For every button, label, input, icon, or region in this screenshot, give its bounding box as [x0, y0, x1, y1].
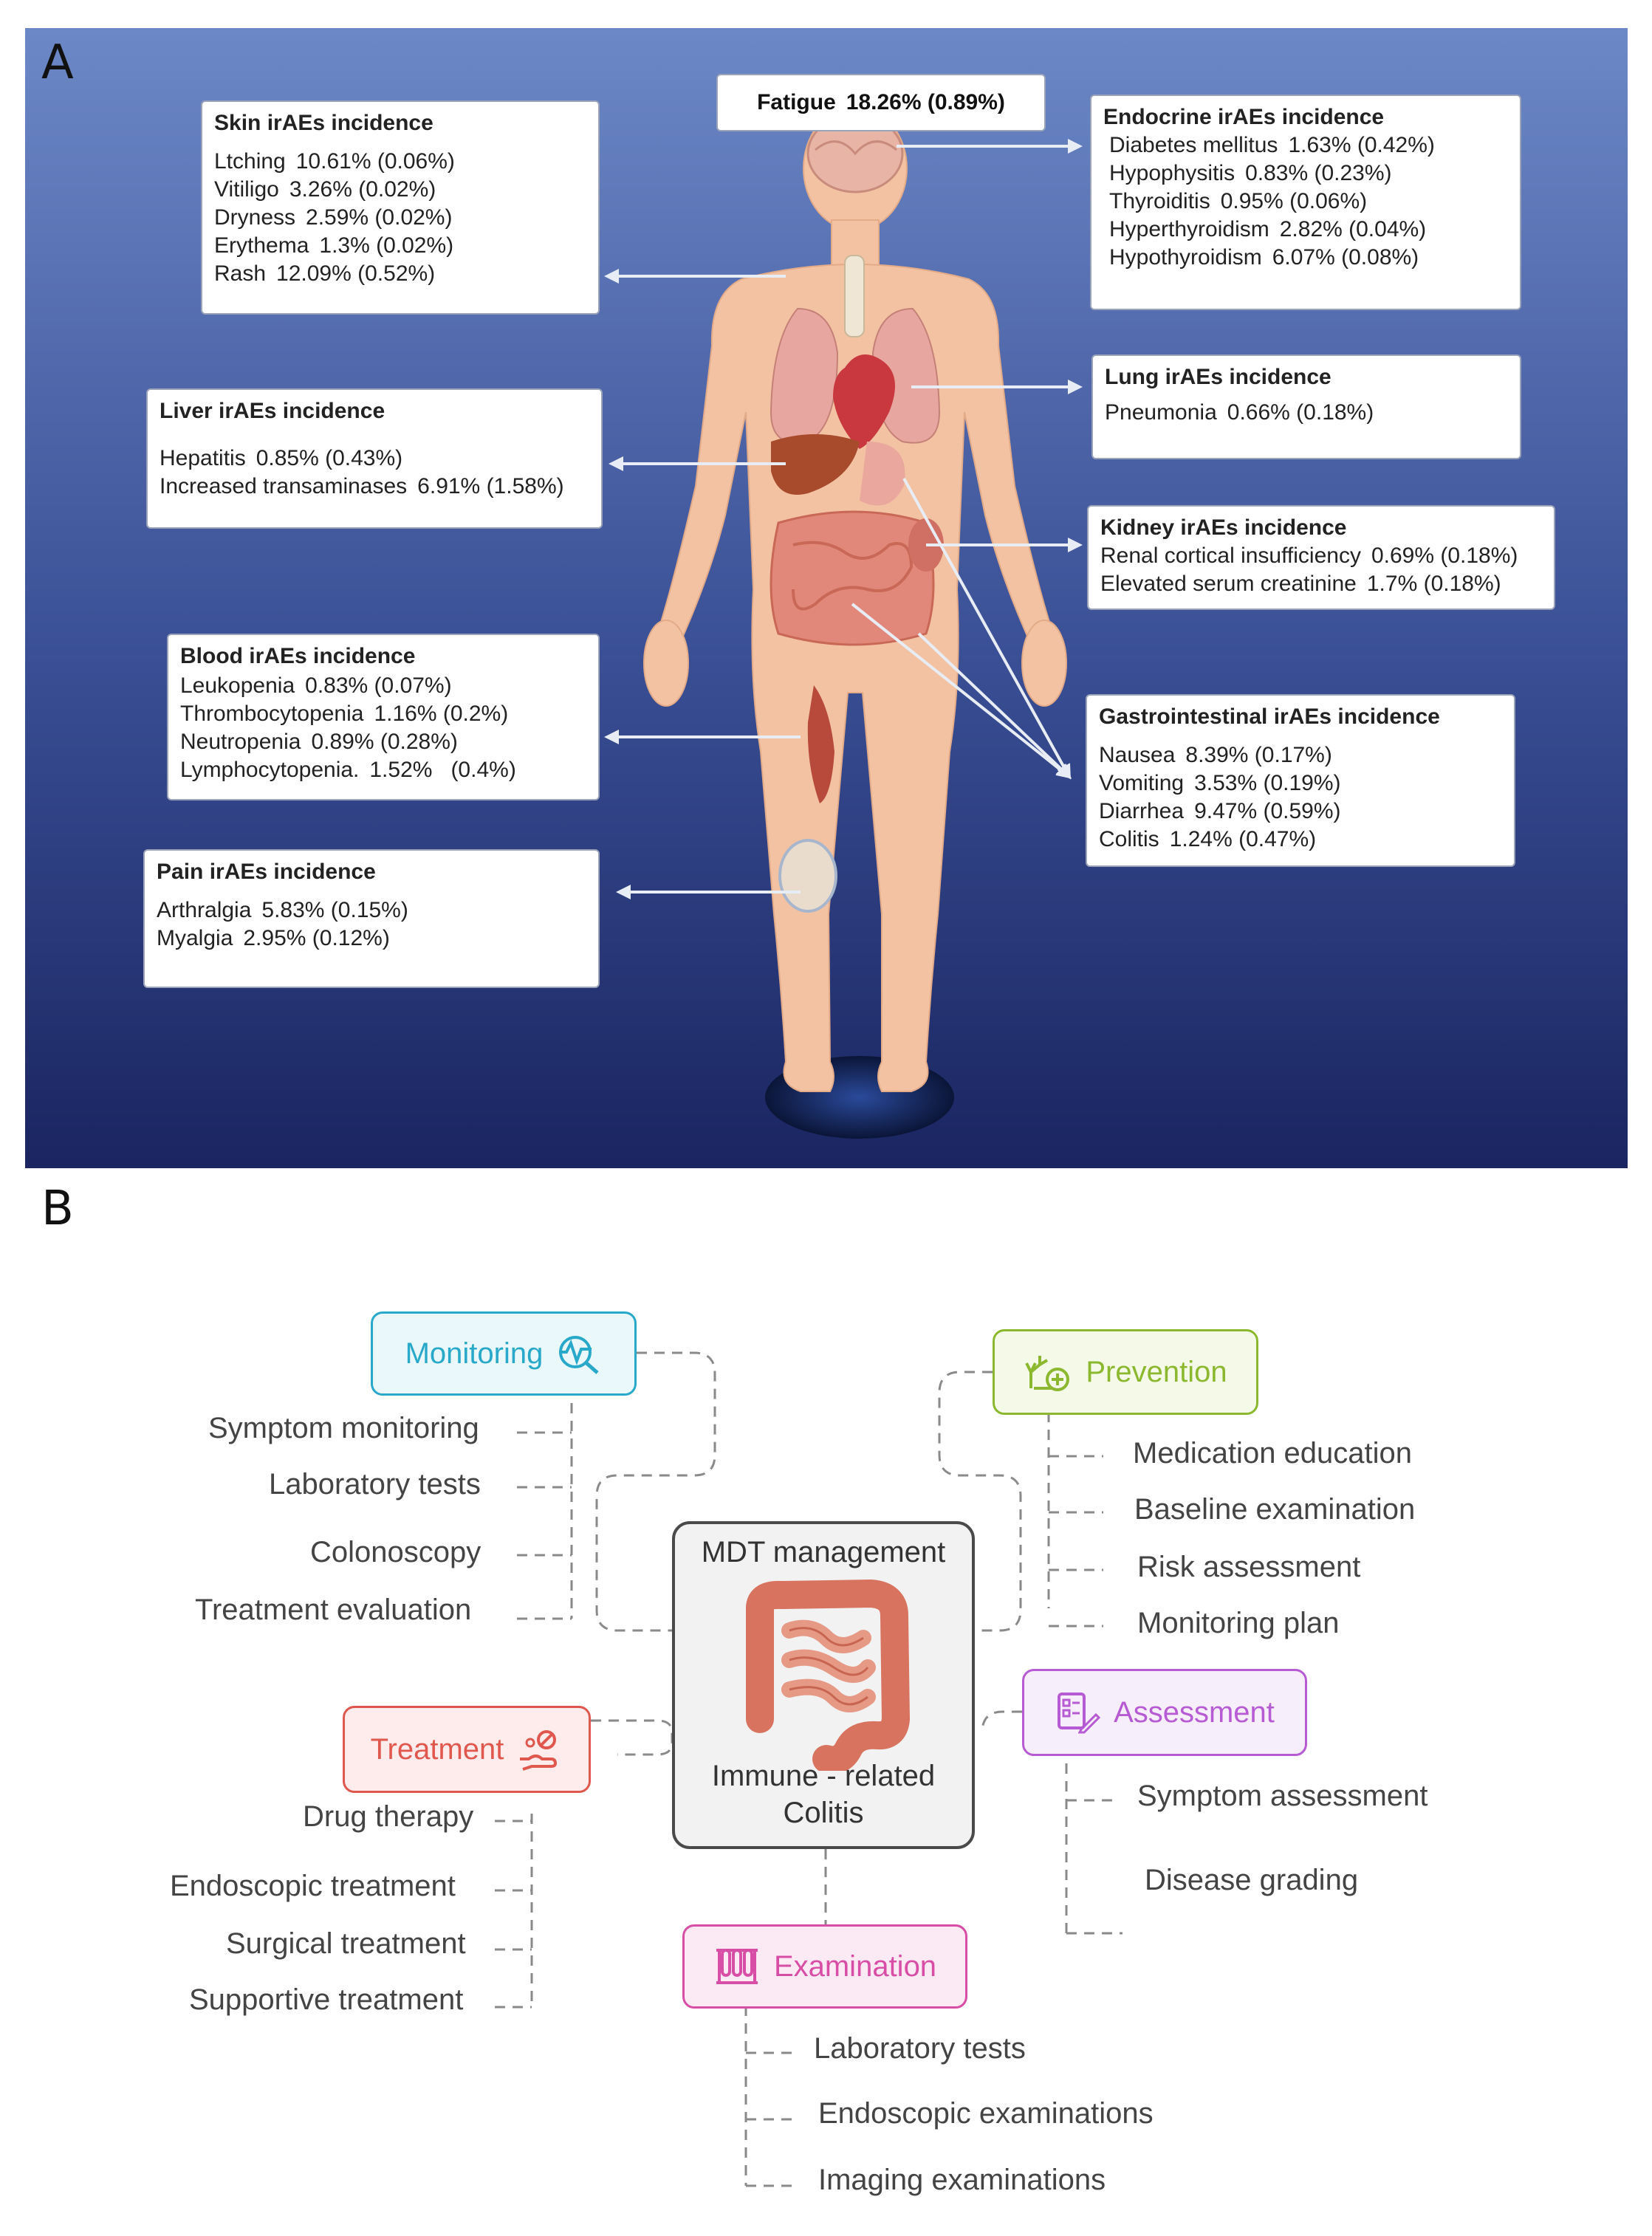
- monitor-search-icon: [559, 1336, 600, 1374]
- examination-item: Laboratory tests: [814, 2032, 1026, 2065]
- intestine: [770, 510, 935, 646]
- assessment-label: Assessment: [1114, 1695, 1275, 1729]
- prevention-item: Risk assessment: [1137, 1551, 1361, 1583]
- examination-item: Imaging examinations: [818, 2164, 1106, 2196]
- lung-title: Lung irAEs incidence: [1105, 365, 1331, 389]
- prevention-item: Monitoring plan: [1137, 1607, 1340, 1639]
- treatment-item: Supportive treatment: [189, 1983, 464, 2016]
- treatment-item: Endoscopic treatment: [170, 1870, 456, 1902]
- monitoring-item: Treatment evaluation: [195, 1594, 472, 1626]
- skin-title: Skin irAEs incidence: [214, 111, 433, 135]
- trachea: [844, 255, 865, 337]
- examination-item: Endoscopic examinations: [818, 2097, 1154, 2130]
- kidney-title: Kidney irAEs incidence: [1100, 515, 1347, 540]
- fatigue-box: Fatigue 18.26% (0.89%): [716, 74, 1046, 131]
- prevention-label: Prevention: [1086, 1355, 1227, 1388]
- treatment-item: Surgical treatment: [226, 1927, 466, 1960]
- panel-b: B: [0, 1182, 1652, 2236]
- center-title: MDT management: [701, 1536, 946, 1568]
- arrows: [604, 139, 1083, 899]
- blood-row: Lymphocytopenia.1.52% (0.4%): [180, 758, 516, 782]
- panel-b-label: B: [41, 1182, 74, 1236]
- fatigue-value: 18.26% (0.89%): [846, 90, 1005, 114]
- monitoring-label: Monitoring: [405, 1337, 544, 1370]
- treatment-item: Drug therapy: [303, 1800, 474, 1833]
- prevention-item: Medication education: [1133, 1437, 1413, 1469]
- kidney-box: Kidney irAEs incidence Renal cortical in…: [1087, 505, 1555, 610]
- clipboard-pen-icon: [1058, 1693, 1101, 1734]
- liver: [771, 434, 860, 495]
- pain-title: Pain irAEs incidence: [157, 860, 376, 884]
- heart: [833, 354, 895, 449]
- connector-lines: [495, 1351, 1123, 2187]
- gi-title: Gastrointestinal irAEs incidence: [1099, 704, 1440, 729]
- examination-node[interactable]: Examination: [682, 1924, 967, 2009]
- endocrine-box: Endocrine irAEs incidence Diabetes melli…: [1090, 95, 1521, 310]
- leg-muscle: [807, 685, 834, 803]
- panel-a-label: A: [41, 35, 74, 90]
- assessment-node[interactable]: Assessment: [1022, 1669, 1307, 1756]
- fatigue-name: Fatigue: [757, 90, 836, 114]
- monitoring-node[interactable]: Monitoring: [371, 1311, 637, 1396]
- prevention-item: Baseline examination: [1134, 1493, 1416, 1526]
- panel-a: A Fatigue 18.26% (0.89%) Skin irAEs incid…: [25, 28, 1628, 1168]
- endocrine-title: Endocrine irAEs incidence: [1103, 105, 1385, 129]
- knee-joint: [778, 839, 837, 913]
- stomach: [860, 442, 905, 506]
- blood-title: Blood irAEs incidence: [180, 644, 416, 668]
- prevention-node[interactable]: Prevention: [993, 1329, 1258, 1415]
- examination-label: Examination: [773, 1949, 937, 1983]
- monitoring-item: Symptom monitoring: [208, 1412, 479, 1444]
- colon-icon: [746, 1579, 911, 1771]
- test-tubes-icon: [716, 1949, 758, 1984]
- assessment-item: Symptom assessment: [1137, 1780, 1428, 1812]
- prevention-icon: [1025, 1356, 1070, 1391]
- monitoring-item: Laboratory tests: [269, 1468, 481, 1501]
- liver-title: Liver irAEs incidence: [160, 399, 385, 423]
- treatment-node[interactable]: Treatment: [343, 1706, 591, 1793]
- monitoring-item: Colonoscopy: [310, 1536, 481, 1568]
- hand-pill-icon: [520, 1730, 558, 1771]
- assessment-item: Disease grading: [1145, 1864, 1359, 1896]
- treatment-label: Treatment: [370, 1732, 504, 1766]
